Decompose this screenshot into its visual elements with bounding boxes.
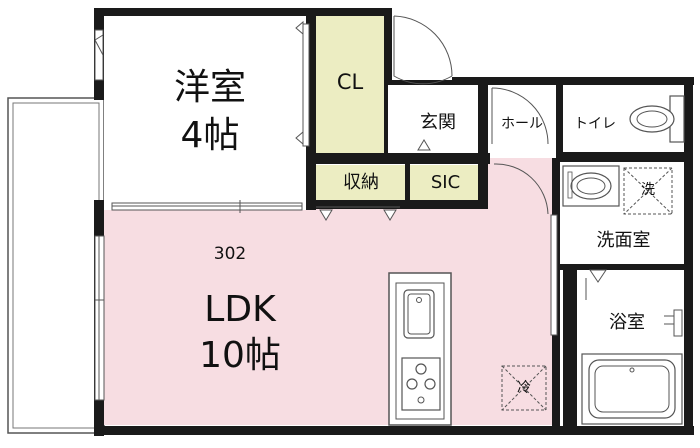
balcony — [7, 97, 105, 434]
storage-label: 収納 — [343, 172, 379, 193]
western-room-floor — [104, 14, 309, 210]
toilet-icon — [629, 95, 685, 143]
storage-doors — [316, 206, 400, 221]
fridge-space — [501, 365, 547, 411]
washer-mark: 洗 — [641, 182, 655, 198]
shower-icon — [664, 309, 683, 337]
hall-triangle — [417, 139, 431, 151]
washroom-label: 洗面室 — [596, 230, 651, 251]
bathtub-icon — [581, 353, 683, 425]
hall-door — [493, 163, 549, 215]
closet-label: CL — [336, 70, 364, 94]
western-room-name: 洋室 — [173, 67, 246, 108]
ldk-size: 10帖 — [199, 335, 281, 376]
ldk-name: LDK — [204, 289, 276, 330]
unit-number: 302 — [213, 244, 247, 264]
toilet-label: トイレ — [574, 116, 616, 132]
stove-burners-icon — [401, 357, 441, 411]
closet-floor — [316, 14, 384, 154]
wash-basin-icon — [562, 165, 620, 207]
washroom-door — [550, 214, 558, 336]
sic-label: SIC — [430, 172, 461, 193]
washer-space — [623, 167, 673, 215]
toilet-door — [491, 87, 549, 145]
western-sliding-door — [111, 200, 303, 213]
closet-doors — [295, 20, 310, 147]
fridge-mark: 冷 — [517, 380, 531, 396]
storage-floor — [316, 165, 406, 203]
kitchen-sink-icon — [403, 289, 435, 339]
entrance-door — [392, 14, 453, 85]
bath-door — [585, 269, 607, 300]
hall-label: ホール — [501, 116, 543, 132]
sic-floor — [410, 165, 481, 203]
entrance-label: 玄関 — [420, 112, 456, 133]
ldk-balcony-window — [94, 235, 105, 401]
western-room-size: 4帖 — [180, 115, 240, 156]
bath-label: 浴室 — [609, 312, 645, 333]
western-window — [94, 29, 104, 81]
